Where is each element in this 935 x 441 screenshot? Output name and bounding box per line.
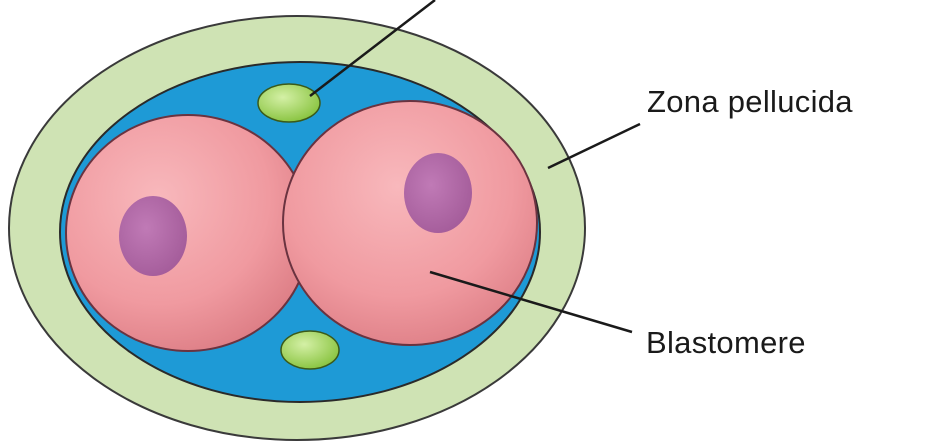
polar-body-bottom (281, 331, 339, 369)
blastomere-label: Blastomere (646, 325, 806, 361)
blastomere-right (283, 101, 537, 345)
zona-pellucida-label: Zona pellucida (647, 84, 853, 120)
polar-body-top (258, 84, 320, 122)
nucleus-left (119, 196, 187, 276)
nucleus-right (404, 153, 472, 233)
blastomere-left (66, 115, 310, 351)
